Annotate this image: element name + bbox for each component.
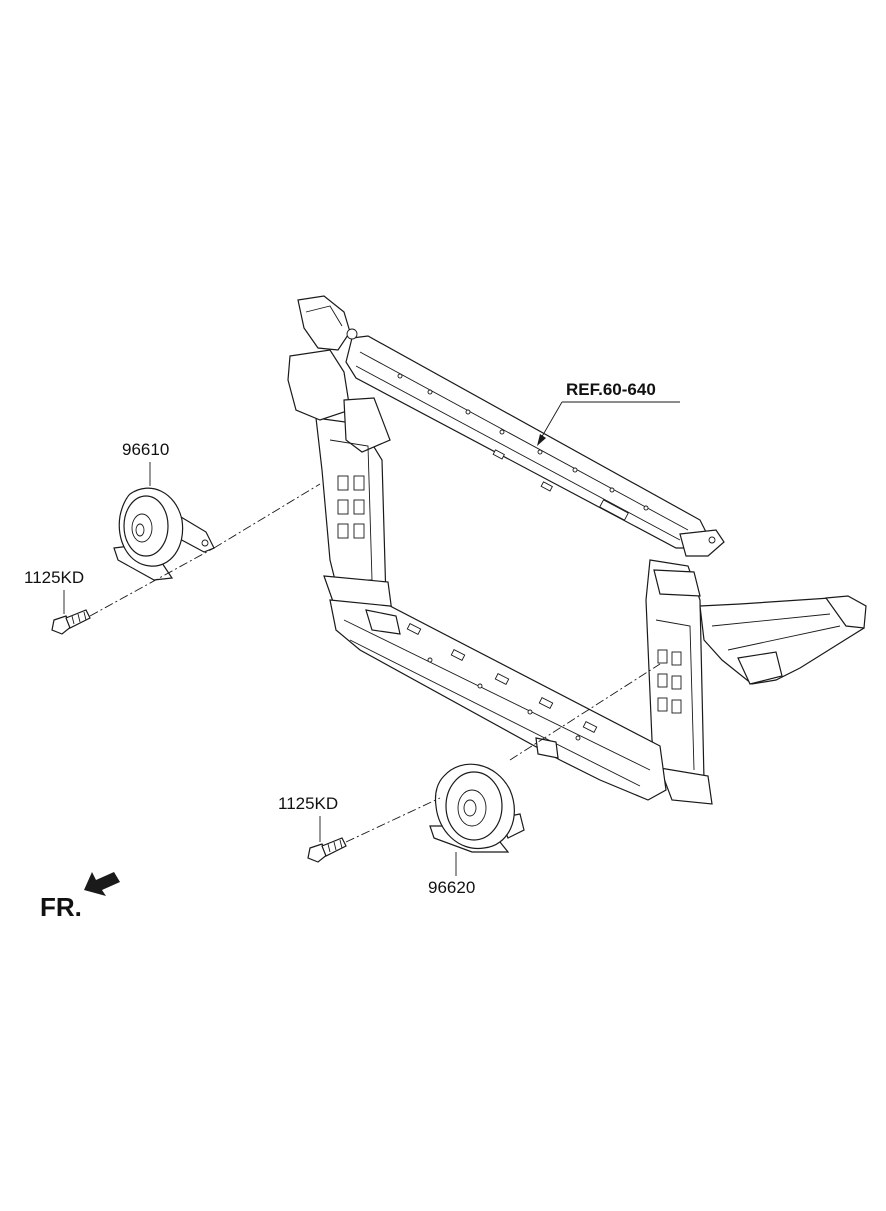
reference-callout: REF.60-640 — [537, 380, 680, 446]
front-end-module-carrier — [287, 295, 867, 805]
lower-crossmember — [329, 599, 667, 801]
horn-right — [429, 763, 525, 853]
front-direction: FR. — [40, 872, 120, 922]
horn-left-part-label: 96610 — [122, 440, 169, 459]
bolt-right — [307, 837, 347, 863]
horn-right-part-label: 96620 — [428, 878, 475, 897]
upper-crossmember — [297, 295, 725, 557]
left-pillar — [287, 349, 393, 613]
bolt-right-part-label: 1125KD — [278, 794, 338, 813]
reference-label: REF.60-640 — [566, 380, 656, 399]
right-pillar — [645, 559, 713, 805]
bolt-left-part-label: 1125KD — [24, 568, 84, 587]
leader-arrow-icon — [537, 434, 546, 446]
bolt-left — [51, 609, 91, 635]
right-extension-arm — [699, 595, 867, 685]
left-mounting-line — [89, 483, 321, 617]
horn-left — [113, 487, 215, 581]
front-direction-arrow-icon — [84, 872, 120, 896]
front-direction-label: FR. — [40, 892, 82, 922]
right-mounting-line — [345, 663, 661, 843]
